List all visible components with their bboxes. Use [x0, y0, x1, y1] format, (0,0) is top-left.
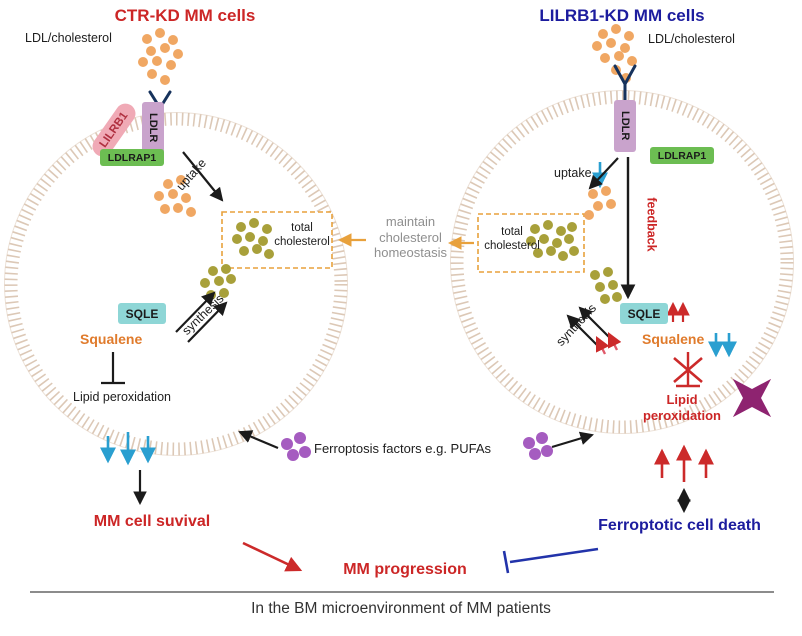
ldlr-box-left: LDLR: [142, 102, 164, 154]
ldl-dots-right: [592, 24, 637, 83]
uptake-label-right: uptake: [554, 166, 592, 180]
blocked-cross-icon: [673, 357, 703, 383]
pufa-arrow-right: [551, 431, 594, 449]
left-cell-title: CTR-KD MM cells: [114, 6, 256, 25]
sqle-box-left: SQLE: [118, 303, 166, 324]
mm-survival-label: MM cell suvival: [93, 513, 211, 530]
ldl-label-right: LDL/cholesterol: [648, 32, 735, 46]
uptake-arrow-left: [182, 151, 224, 202]
total-cholesterol-box-left: [221, 211, 333, 269]
ldl-receptor-right-icon: [613, 64, 637, 106]
ferroptosis-factors-label: Ferroptosis factors e.g. PUFAs: [314, 441, 492, 456]
lipid-peroxidation-label-left: Lipid peroxidation: [73, 390, 171, 404]
uptake-dots-right: [584, 186, 616, 220]
uptake-arrow-right: [588, 157, 619, 190]
synthesis-increase-arrows-icon: [595, 332, 622, 355]
ferroptosis-burst-icon: [732, 378, 772, 418]
ldl-label-left: LDL/cholesterol: [25, 31, 112, 45]
squalene-decrease-arrows-icon: [707, 333, 738, 358]
squalene-inhibition-left: [101, 352, 125, 385]
squalene-label-right: Squalene: [642, 331, 705, 347]
ferroptosis-inhibition-bar: [502, 547, 599, 574]
ferroptotic-death-label: Ferroptotic cell death: [598, 517, 761, 534]
sqle-increase-arrows-icon: [666, 301, 690, 322]
total-cholesterol-label-left: total cholesterol: [274, 222, 330, 248]
synthesis-arrows-left: [175, 291, 228, 343]
ldlr-box-right: LDLR: [614, 100, 636, 152]
lipid-peroxidation-label-right: Lipid peroxidation: [642, 392, 721, 423]
left-cell-membrane: [4, 112, 348, 456]
right-cell-membrane: [450, 90, 794, 434]
synthesis-arrows-right: [566, 306, 613, 349]
footer-caption: In the BM microenvironment of MM patient…: [251, 600, 551, 617]
cholesterol-dots-left-box: [232, 218, 274, 259]
pufa-arrow-left: [238, 430, 279, 450]
ldl-dots-left: [138, 28, 183, 85]
progression-arrow: [242, 541, 303, 572]
pufa-dots-right: [523, 432, 553, 460]
pufa-dots-left: [281, 432, 311, 461]
maintain-homeostasis-label: maintain cholesterol homeostasis: [374, 214, 447, 261]
squalene-label-left: Squalene: [80, 331, 143, 347]
lipid-increase-arrows-icon: [653, 444, 715, 482]
right-cell-title: LILRB1-KD MM cells: [539, 6, 705, 25]
cholesterol-dots-right-stream: [590, 267, 622, 304]
uptake-dots-left: [154, 175, 196, 217]
total-cholesterol-label-right: total cholesterol: [484, 226, 540, 252]
sqle-box-right: SQLE: [620, 303, 668, 324]
mm-progression-label: MM progression: [343, 561, 467, 578]
lipid-decrease-arrows-icon: [99, 432, 157, 466]
cholesterol-dots-right-box: [526, 220, 579, 261]
ldlrap1-box-left: LDLRAP1: [100, 149, 164, 166]
feedback-label: feedback: [644, 197, 659, 252]
ldlrap1-box-right: LDLRAP1: [650, 147, 714, 164]
